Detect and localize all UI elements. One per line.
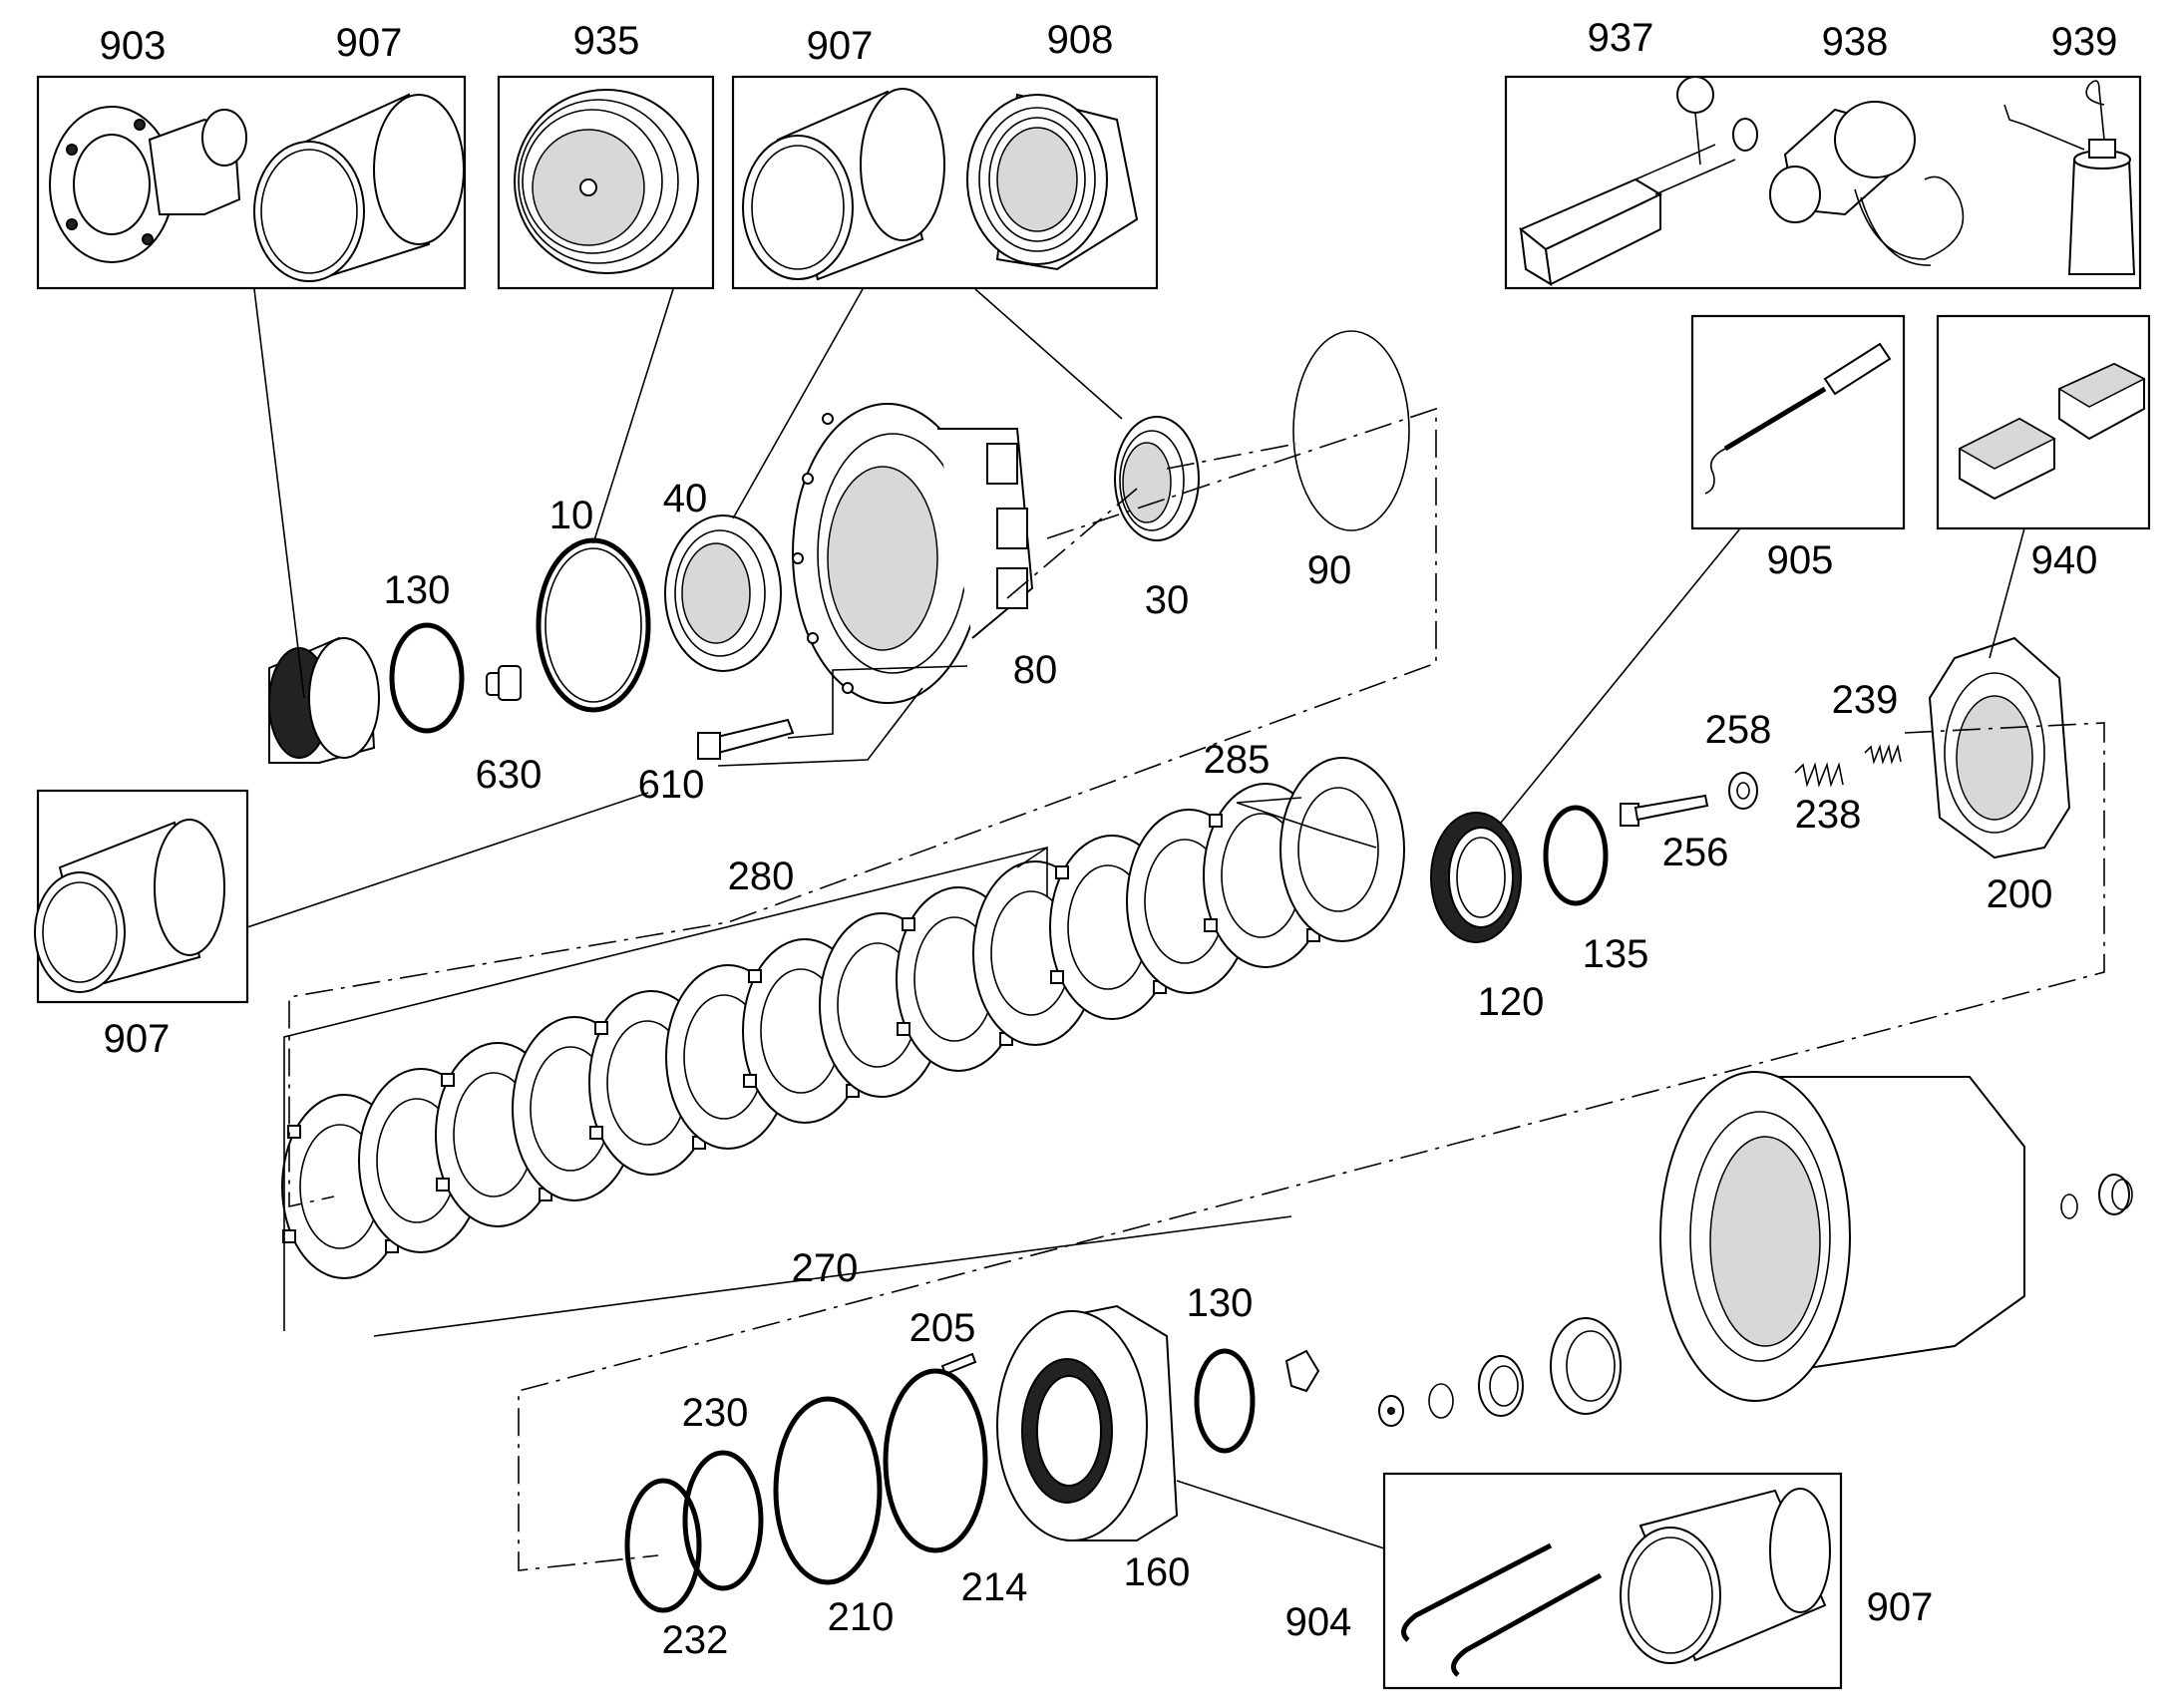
- part-bearing: [1478, 1355, 1524, 1417]
- callout-907: 907: [104, 1017, 171, 1061]
- part-230-ring: [682, 1450, 764, 1591]
- clutch-disc: [1279, 757, 1405, 942]
- callout-903: 903: [100, 24, 167, 68]
- part-gear-small: [1550, 1317, 1622, 1415]
- part-214-ring: [883, 1368, 988, 1553]
- part-lock-plate: [1284, 1349, 1320, 1393]
- tool-box-904-907: [1382, 1472, 1843, 1690]
- part-256-bolt: [1620, 794, 1709, 827]
- callout-30: 30: [1145, 578, 1190, 622]
- tool-907-sleeve-icon: [742, 88, 945, 281]
- callout-270: 270: [792, 1246, 859, 1290]
- callout-285: 285: [1204, 738, 1271, 782]
- callout-905: 905: [1767, 538, 1834, 582]
- tool-904-hooks-icon: [1401, 1542, 1603, 1677]
- callout-907: 907: [336, 21, 403, 65]
- part-258-nut: [1728, 772, 1758, 810]
- tool-938-coupling-chain-icon: [1769, 101, 1965, 266]
- callout-940: 940: [2031, 538, 2098, 582]
- callout-230: 230: [682, 1391, 749, 1435]
- tool-box-940: [1936, 314, 2151, 530]
- part-housing-large: [1659, 1071, 2025, 1402]
- part-232-ring: [624, 1478, 702, 1613]
- callout-200: 200: [1987, 872, 2053, 916]
- part-238-spring: [1794, 762, 1844, 788]
- callout-258: 258: [1705, 708, 1772, 752]
- callout-938: 938: [1822, 20, 1889, 64]
- callout-256: 256: [1662, 831, 1729, 874]
- dashed-centerlines: [288, 407, 2105, 1571]
- tool-box-907-left: [34, 789, 249, 1004]
- tool-939-bottle-icon: [2003, 80, 2136, 275]
- callout-labels: 903 907 935 907 908 937 938 939 905 940 …: [100, 16, 2118, 1662]
- part-washer: [1378, 1395, 1404, 1427]
- tool-937-hydraulic-pump-icon: [1519, 76, 1758, 286]
- tool-907-sleeve-icon: [1620, 1488, 1831, 1664]
- callout-904: 904: [1285, 1600, 1352, 1644]
- callout-160: 160: [1124, 1550, 1191, 1594]
- part-snap-ring-small: [2060, 1194, 2078, 1219]
- part-40-seal: [664, 514, 782, 672]
- part-130-oring-bottom: [1194, 1348, 1256, 1454]
- callout-90: 90: [1307, 548, 1352, 592]
- part-239-spring: [1864, 744, 1902, 765]
- tool-box-907-908: [731, 75, 1159, 290]
- part-135-ring: [1543, 805, 1609, 906]
- callout-280: 280: [728, 854, 795, 898]
- tool-935-disc-icon: [514, 89, 699, 274]
- callout-130: 130: [384, 568, 451, 612]
- part-end-plug: [2098, 1174, 2133, 1215]
- callout-937: 937: [1588, 16, 1654, 60]
- part-210-ring: [773, 1396, 883, 1585]
- part-630-plug: [486, 665, 522, 701]
- part-80-housing: [792, 403, 1034, 704]
- callout-238: 238: [1795, 793, 1862, 837]
- callout-120: 120: [1478, 980, 1545, 1024]
- callout-939: 939: [2051, 20, 2118, 64]
- callout-935: 935: [573, 19, 640, 63]
- callout-10: 10: [549, 494, 594, 537]
- callout-135: 135: [1583, 932, 1649, 976]
- callout-210: 210: [828, 1595, 895, 1639]
- tool-box-905: [1690, 314, 1906, 530]
- callout-232: 232: [662, 1618, 729, 1662]
- part-circlip: [1428, 1383, 1454, 1419]
- part-90-ring: [1292, 330, 1410, 531]
- callout-908: 908: [1047, 18, 1114, 62]
- tool-903-adapter-icon: [49, 106, 247, 263]
- tool-907-sleeve-icon: [253, 93, 465, 282]
- callout-907: 907: [807, 24, 874, 68]
- tool-box-937-938-939: [1504, 75, 2142, 290]
- callout-205: 205: [909, 1306, 976, 1350]
- callout-130: 130: [1187, 1281, 1254, 1325]
- callout-80: 80: [1013, 648, 1058, 692]
- tool-box-935: [497, 75, 715, 290]
- callout-610: 610: [638, 763, 705, 807]
- part-30-seal: [1114, 416, 1200, 541]
- callout-214: 214: [961, 1565, 1028, 1609]
- part-200-cover: [1928, 636, 2071, 859]
- leader-lines: [246, 288, 2025, 1549]
- callout-630: 630: [476, 753, 543, 797]
- part-sleeve-assembly: [268, 636, 380, 764]
- part-clutch-discs: [281, 757, 1405, 1279]
- tool-940-blocks-icon: [1958, 362, 2146, 501]
- part-10-ring: [536, 537, 651, 713]
- tool-905-pick-icon: [1704, 342, 1892, 495]
- part-160-carrier: [996, 1304, 1179, 1541]
- callout-907: 907: [1867, 1585, 1934, 1629]
- tool-908-sleeve-icon: [966, 93, 1139, 271]
- tool-box-903-907: [36, 75, 467, 290]
- part-610-bolt: [697, 718, 795, 760]
- callout-40: 40: [663, 477, 708, 520]
- part-120-gear: [1430, 812, 1522, 943]
- tool-907-sleeve-icon: [34, 819, 225, 993]
- callout-239: 239: [1832, 678, 1899, 722]
- part-130-oring-top: [389, 622, 465, 734]
